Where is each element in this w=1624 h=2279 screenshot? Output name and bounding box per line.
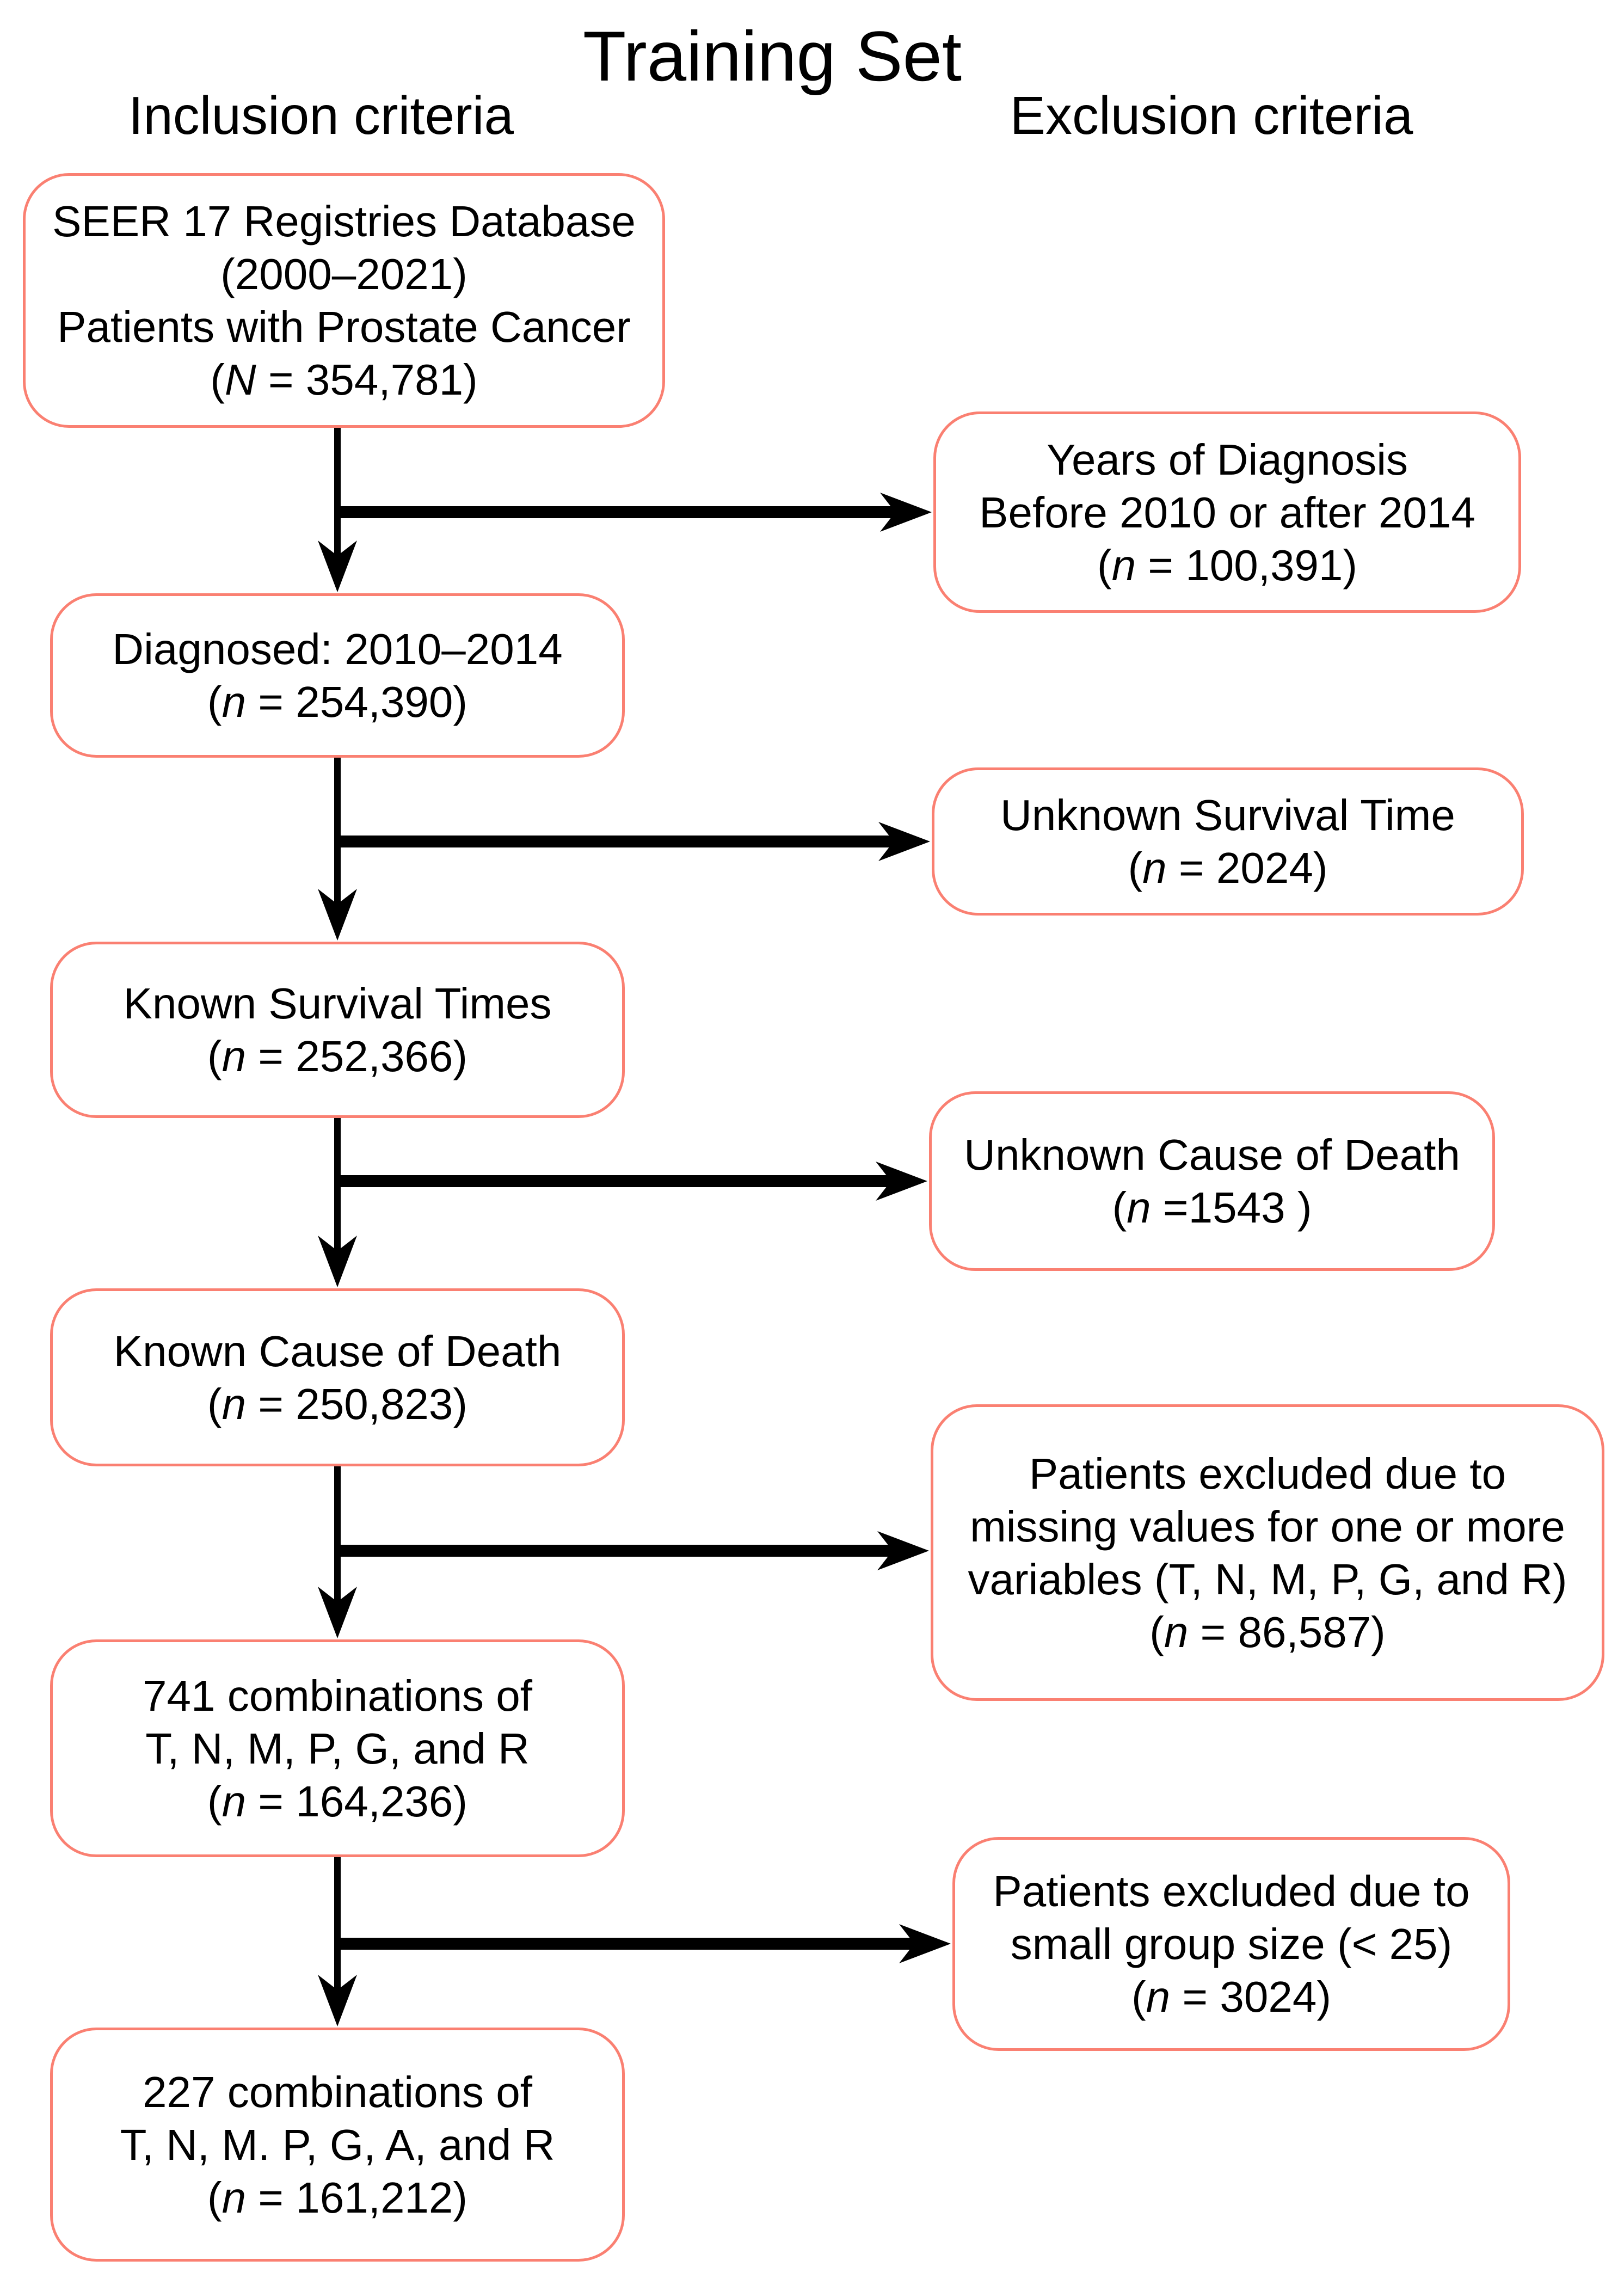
count-prefix: ( xyxy=(207,678,222,726)
count-variable: N xyxy=(224,355,256,404)
connector-step-2 xyxy=(318,758,930,941)
box-line: Known Cause of Death xyxy=(113,1326,562,1375)
arrow-down-head-5 xyxy=(318,1975,357,2026)
exclusion-box-missing-values: Patients excluded due to missing values … xyxy=(931,1404,1604,1701)
count-prefix: ( xyxy=(1131,1973,1146,2021)
count-prefix: ( xyxy=(1112,1183,1127,1232)
inclusion-box-227-combinations: 227 combinations of T, N, M. P, G, A, an… xyxy=(50,2028,625,2262)
box-line: Patients with Prostate Cancer xyxy=(57,303,631,351)
box-line: Known Survival Times xyxy=(123,979,552,1028)
count-variable: n xyxy=(222,1032,247,1080)
arrow-down-head-3 xyxy=(318,1236,357,1287)
count-suffix: = 2024) xyxy=(1166,844,1328,892)
box-line: Patients excluded due to xyxy=(1029,1449,1506,1498)
inclusion-box-741-combinations: 741 combinations of T, N, M, P, G, and R… xyxy=(50,1639,625,1857)
box-line: Years of Diagnosis xyxy=(1046,435,1408,484)
box-count-line: (n = 254,390) xyxy=(207,675,467,728)
inclusion-box-seer-database: SEER 17 Registries Database (2000–2021) … xyxy=(23,173,665,428)
exclusion-box-small-group-size: Patients excluded due to small group siz… xyxy=(952,1837,1510,2051)
count-variable: n xyxy=(1142,844,1167,892)
count-suffix: =1543 ) xyxy=(1151,1183,1312,1232)
box-line: Unknown Cause of Death xyxy=(964,1131,1460,1179)
box-count-line: (n = 3024) xyxy=(1131,1970,1331,2023)
box-line: missing values for one or more xyxy=(970,1502,1565,1551)
count-suffix: = 100,391) xyxy=(1136,540,1358,589)
box-count-line: (n =1543 ) xyxy=(1112,1181,1312,1234)
count-prefix: ( xyxy=(1097,540,1112,589)
connector-step-5 xyxy=(318,1857,951,2026)
count-variable: n xyxy=(222,2173,247,2222)
box-count-line: (n = 252,366) xyxy=(207,1030,467,1083)
count-prefix: ( xyxy=(207,1032,222,1080)
box-line: T, N, M, P, G, and R xyxy=(145,1724,530,1773)
box-line: Diagnosed: 2010–2014 xyxy=(112,625,563,673)
count-variable: n xyxy=(222,678,247,726)
count-variable: n xyxy=(222,1777,247,1826)
connector-step-3 xyxy=(318,1118,927,1287)
box-line: 741 combinations of xyxy=(142,1671,532,1720)
exclusion-box-unknown-survival-time: Unknown Survival Time (n = 2024) xyxy=(932,767,1524,916)
box-count-line: (n = 2024) xyxy=(1128,841,1328,894)
box-line: Unknown Survival Time xyxy=(1000,791,1455,839)
count-variable: n xyxy=(1127,1183,1151,1232)
count-suffix: = 161,212) xyxy=(246,2173,468,2222)
inclusion-box-known-cause-of-death: Known Cause of Death (n = 250,823) xyxy=(50,1288,625,1466)
count-variable: n xyxy=(1111,540,1136,589)
page-title: Training Set xyxy=(582,16,962,96)
box-line: (2000–2021) xyxy=(220,250,467,298)
count-suffix: = 86,587) xyxy=(1188,1607,1386,1656)
box-line: Patients excluded due to xyxy=(993,1867,1470,1915)
arrow-right-head-3 xyxy=(876,1162,927,1201)
arrow-down-head-1 xyxy=(318,540,357,592)
box-line: T, N, M. P, G, A, and R xyxy=(120,2120,555,2169)
box-line: Before 2010 or after 2014 xyxy=(979,488,1475,537)
exclusion-box-years-of-diagnosis: Years of Diagnosis Before 2010 or after … xyxy=(933,411,1521,613)
arrow-down-head-2 xyxy=(318,889,357,941)
box-line: variables (T, N, M, P, G, and R) xyxy=(968,1555,1567,1604)
box-count-line: (n = 161,212) xyxy=(207,2171,467,2224)
count-prefix: ( xyxy=(207,1777,222,1826)
box-count-line: (n = 86,587) xyxy=(1149,1606,1386,1658)
count-prefix: ( xyxy=(207,2173,222,2222)
arrow-right-head-5 xyxy=(899,1924,951,1963)
count-suffix: = 250,823) xyxy=(246,1379,468,1428)
count-prefix: ( xyxy=(1149,1607,1164,1656)
count-variable: n xyxy=(1164,1607,1189,1656)
exclusion-column-header: Exclusion criteria xyxy=(1010,85,1413,145)
box-line: small group size (< 25) xyxy=(1010,1920,1453,1968)
count-suffix: = 254,390) xyxy=(246,678,468,726)
count-variable: n xyxy=(1146,1973,1171,2021)
connector-step-1 xyxy=(318,428,932,592)
arrow-right-head-4 xyxy=(877,1531,929,1570)
count-prefix: ( xyxy=(210,355,225,404)
arrow-right-head-2 xyxy=(878,822,930,861)
inclusion-column-header: Inclusion criteria xyxy=(128,85,514,145)
box-line: 227 combinations of xyxy=(142,2067,532,2116)
exclusion-box-unknown-cause-of-death: Unknown Cause of Death (n =1543 ) xyxy=(929,1091,1495,1271)
count-variable: n xyxy=(222,1379,247,1428)
count-prefix: ( xyxy=(1128,844,1143,892)
inclusion-box-diagnosed-2010-2014: Diagnosed: 2010–2014 (n = 254,390) xyxy=(50,593,625,758)
count-suffix: = 354,781) xyxy=(256,355,478,404)
box-count-line: (N = 354,781) xyxy=(210,353,477,406)
box-line: SEER 17 Registries Database xyxy=(52,197,636,245)
count-prefix: ( xyxy=(207,1379,222,1428)
count-suffix: = 3024) xyxy=(1170,1973,1331,2021)
connector-step-4 xyxy=(318,1466,929,1638)
box-count-line: (n = 100,391) xyxy=(1097,539,1357,592)
arrow-down-head-4 xyxy=(318,1587,357,1638)
arrow-right-head-1 xyxy=(880,493,932,532)
inclusion-box-known-survival-times: Known Survival Times (n = 252,366) xyxy=(50,942,625,1118)
count-suffix: = 164,236) xyxy=(246,1777,468,1826)
box-count-line: (n = 164,236) xyxy=(207,1775,467,1828)
count-suffix: = 252,366) xyxy=(246,1032,468,1080)
box-count-line: (n = 250,823) xyxy=(207,1378,467,1430)
